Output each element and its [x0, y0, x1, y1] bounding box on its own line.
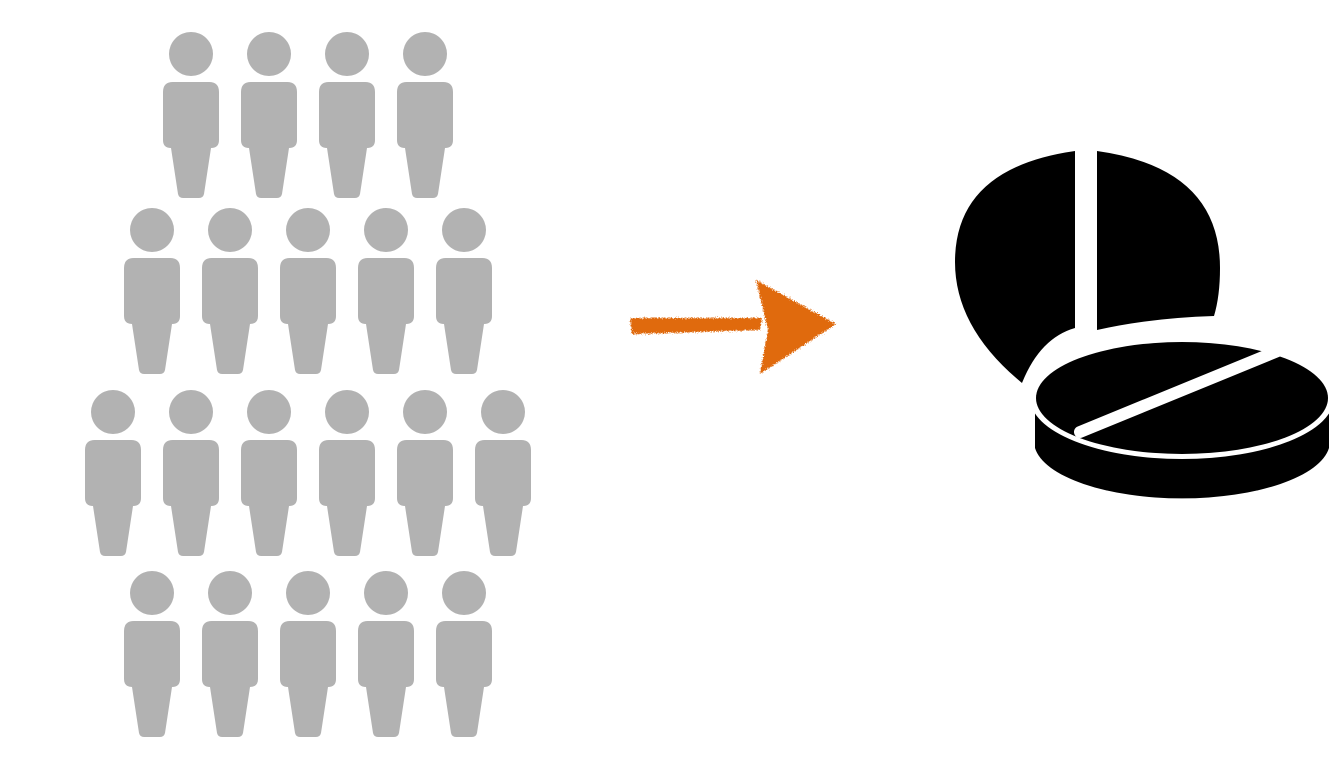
pills-icon: [955, 151, 1329, 499]
person-head: [364, 571, 408, 615]
person-head: [130, 571, 174, 615]
person-body: [202, 258, 258, 374]
person-icon: [397, 32, 453, 198]
person-body: [163, 440, 219, 556]
person-head: [208, 208, 252, 252]
person-body: [475, 440, 531, 556]
person-body: [436, 258, 492, 374]
person-body: [124, 621, 180, 737]
person-head: [247, 390, 291, 434]
person-body: [397, 82, 453, 198]
person-head: [130, 208, 174, 252]
person-icon: [85, 390, 141, 556]
round-pill-right-half: [1097, 151, 1220, 330]
person-icon: [436, 208, 492, 374]
person-head: [208, 571, 252, 615]
person-head: [325, 390, 369, 434]
person-head: [91, 390, 135, 434]
person-body: [241, 82, 297, 198]
person-body: [85, 440, 141, 556]
person-head: [169, 32, 213, 76]
person-head: [286, 208, 330, 252]
person-body: [358, 621, 414, 737]
person-head: [442, 208, 486, 252]
person-icon: [124, 208, 180, 374]
person-icon: [163, 32, 219, 198]
person-icon: [319, 390, 375, 556]
person-head: [169, 390, 213, 434]
person-body: [319, 440, 375, 556]
person-icon: [358, 571, 414, 737]
arrow-right-icon: [630, 280, 836, 374]
person-body: [202, 621, 258, 737]
people-group: [85, 32, 531, 737]
person-icon: [280, 208, 336, 374]
person-icon: [358, 208, 414, 374]
person-icon: [436, 571, 492, 737]
round-pill-left-half: [955, 151, 1075, 383]
person-icon: [124, 571, 180, 737]
person-head: [481, 390, 525, 434]
person-head: [247, 32, 291, 76]
person-icon: [397, 390, 453, 556]
person-body: [397, 440, 453, 556]
person-head: [442, 571, 486, 615]
person-body: [319, 82, 375, 198]
person-head: [364, 208, 408, 252]
person-body: [241, 440, 297, 556]
person-body: [358, 258, 414, 374]
flat-pill-score-line: [1074, 340, 1296, 438]
person-head: [403, 32, 447, 76]
person-icon: [202, 208, 258, 374]
arrow-head: [756, 280, 836, 374]
person-body: [163, 82, 219, 198]
person-head: [325, 32, 369, 76]
person-icon: [241, 32, 297, 198]
person-icon: [280, 571, 336, 737]
person-body: [280, 621, 336, 737]
person-icon: [475, 390, 531, 556]
person-icon: [202, 571, 258, 737]
arrow-shaft: [630, 318, 762, 334]
person-icon: [319, 32, 375, 198]
person-icon: [241, 390, 297, 556]
person-head: [403, 390, 447, 434]
person-head: [286, 571, 330, 615]
person-body: [280, 258, 336, 374]
person-body: [436, 621, 492, 737]
person-icon: [163, 390, 219, 556]
person-body: [124, 258, 180, 374]
